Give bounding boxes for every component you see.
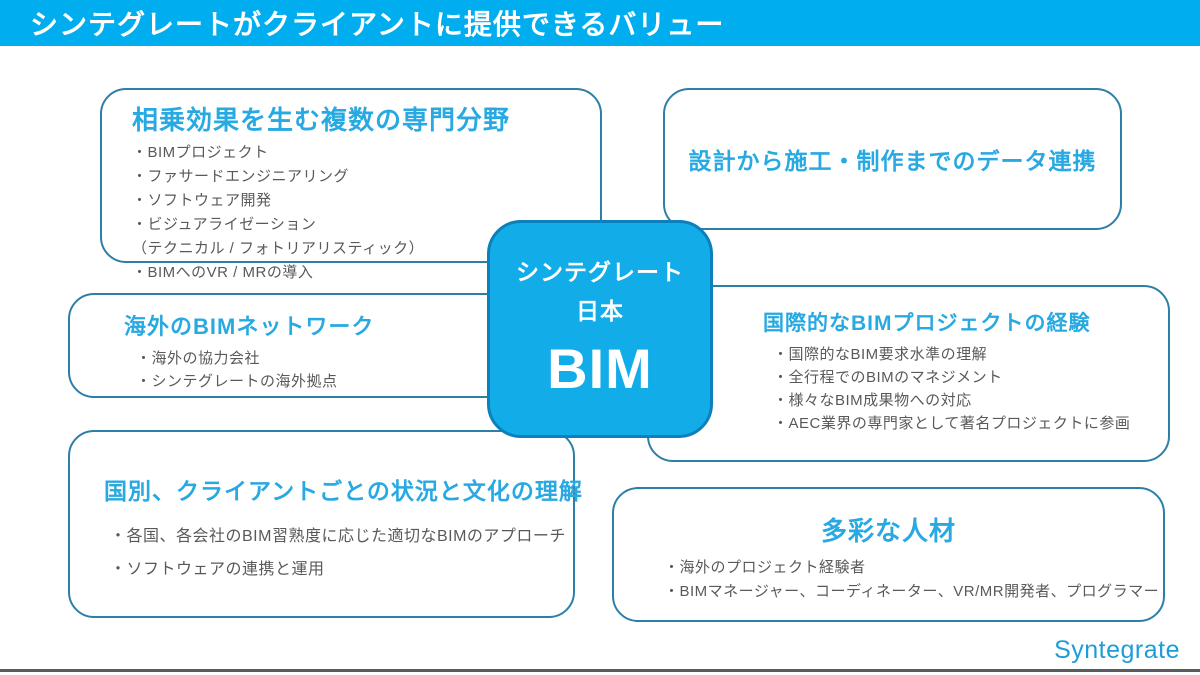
value-box-talent: 多彩な人材 ・海外のプロジェクト経験者 ・BIMマネージャー、コーディネーター、…: [612, 487, 1165, 622]
bullet-item: ・ビジュアライゼーション: [132, 216, 317, 233]
bullet-item: ・シンテグレートの海外拠点: [136, 373, 338, 390]
box-title-data-link: 設計から施工・制作までのデータ連携: [688, 148, 1097, 174]
bullet-item: ・BIMへのVR / MRの導入: [132, 264, 314, 281]
value-box-synergy: 相乗効果を生む複数の専門分野 ・BIMプロジェクト ・ファサードエンジニアリング…: [100, 88, 602, 281]
bullet-item: ・海外のプロジェクト経験者: [664, 559, 866, 576]
center-line-japan: 日本: [576, 298, 624, 324]
bullet-item: ・海外の協力会社: [136, 350, 261, 367]
bullet-item: ・国際的なBIM要求水準の理解: [773, 346, 988, 363]
syntegrate-logo: Syntegrate: [1054, 636, 1180, 664]
title-bar: シンテグレートがクライアントに提供できるバリュー: [0, 0, 1200, 46]
box-title-culture: 国別、クライアントごとの状況と文化の理解: [104, 478, 583, 504]
bullet-item: ・BIMプロジェクト: [132, 144, 269, 161]
center-line-company: シンテグレート: [516, 259, 684, 285]
bullet-item: ・全行程でのBIMのマネジメント: [773, 369, 1003, 386]
bullet-list: ・海外の協力会社 ・シンテグレートの海外拠点: [124, 347, 558, 393]
value-box-experience: 国際的なBIMプロジェクトの経験 ・国際的なBIM要求水準の理解 ・全行程でのB…: [647, 285, 1170, 462]
center-hub-box: シンテグレート 日本 BIM: [487, 220, 713, 438]
bullet-list: ・BIMプロジェクト ・ファサードエンジニアリング ・ソフトウェア開発 ・ビジュ…: [132, 141, 600, 285]
box-title-synergy: 相乗効果を生む複数の専門分野: [132, 105, 511, 135]
bullet-item: ・ファサードエンジニアリング: [132, 168, 350, 185]
center-line-bim: BIM: [547, 337, 653, 400]
value-box-data-link: 設計から施工・制作までのデータ連携: [663, 88, 1122, 230]
box-title-network: 海外のBIMネットワーク: [124, 314, 375, 339]
box-title-talent: 多彩な人材: [820, 516, 956, 546]
bullet-item: （テクニカル / フォトリアリスティック）: [132, 240, 425, 257]
box-title-experience: 国際的なBIMプロジェクトの経験: [763, 312, 1091, 335]
bullet-item: ・各国、各会社のBIM習熟度に応じた適切なBIMのアプローチ: [110, 528, 566, 545]
bullet-item: ・ソフトウェア開発: [132, 192, 272, 209]
bullet-list: ・国際的なBIM要求水準の理解 ・全行程でのBIMのマネジメント ・様々なBIM…: [763, 343, 1168, 435]
bullet-list: ・海外のプロジェクト経験者 ・BIMマネージャー、コーディネーター、VR/MR開…: [614, 556, 1163, 604]
value-box-culture: 国別、クライアントごとの状況と文化の理解 ・各国、各会社のBIM習熟度に応じた適…: [68, 430, 583, 618]
bullet-item: ・BIMマネージャー、コーディネーター、VR/MR開発者、プログラマー: [664, 583, 1160, 600]
bullet-item: ・AEC業界の専門家として著名プロジェクトに参画: [773, 415, 1131, 432]
bullet-list: ・各国、各会社のBIM習熟度に応じた適切なBIMのアプローチ ・ソフトウェアの連…: [104, 520, 573, 586]
slide-title: シンテグレートがクライアントに提供できるバリュー: [30, 9, 725, 40]
bullet-item: ・様々なBIM成果物への対応: [773, 392, 972, 409]
footer-divider: [0, 669, 1200, 672]
bullet-item: ・ソフトウェアの連携と運用: [110, 561, 325, 578]
value-box-network: 海外のBIMネットワーク ・海外の協力会社 ・シンテグレートの海外拠点: [68, 293, 560, 398]
